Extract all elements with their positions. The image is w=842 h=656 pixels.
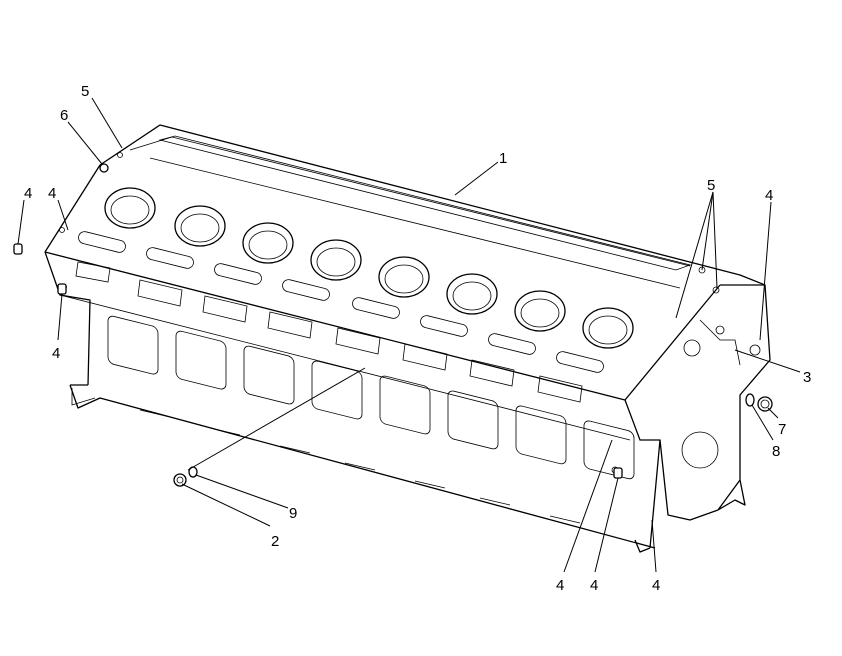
- callout-4-lower-left: 4: [52, 345, 60, 362]
- pin-4-left-top: [13, 243, 23, 255]
- o-ring-8: [745, 393, 755, 407]
- callout-2: 2: [271, 533, 279, 550]
- callout-9: 9: [289, 505, 297, 522]
- callout-5-right: 5: [707, 177, 715, 194]
- crankcase-bays: [107, 315, 635, 480]
- pin-4-bottom: [613, 467, 623, 479]
- plug-2: [173, 473, 187, 487]
- callout-7: 7: [778, 421, 786, 438]
- side-ports: [75, 261, 583, 403]
- callout-4-right: 4: [765, 187, 773, 204]
- deck-slots: [78, 231, 604, 373]
- callout-3: 3: [803, 369, 811, 386]
- pan-rail-slots: [139, 409, 581, 524]
- callout-labels: 1 2 3 4 4 4 4 4 4 4 5 5 6 7 8 9: [24, 83, 811, 594]
- cylinder-block: [44, 124, 771, 553]
- callout-4-bottom-3: 4: [652, 577, 660, 594]
- plug-7: [757, 396, 773, 412]
- pin-4-left-bottom: [57, 283, 67, 295]
- cylinder-bores: [104, 187, 634, 349]
- callout-4-bottom-2: 4: [590, 577, 598, 594]
- callout-4-left: 4: [48, 185, 56, 202]
- callout-6: 6: [60, 107, 68, 124]
- callout-4-bottom-1: 4: [556, 577, 564, 594]
- callout-1: 1: [499, 150, 507, 167]
- callout-8: 8: [772, 443, 780, 460]
- leader-lines: [17, 97, 801, 573]
- callout-5-left: 5: [81, 83, 89, 100]
- callout-4-top-left: 4: [24, 185, 32, 202]
- pin-6: [99, 163, 109, 173]
